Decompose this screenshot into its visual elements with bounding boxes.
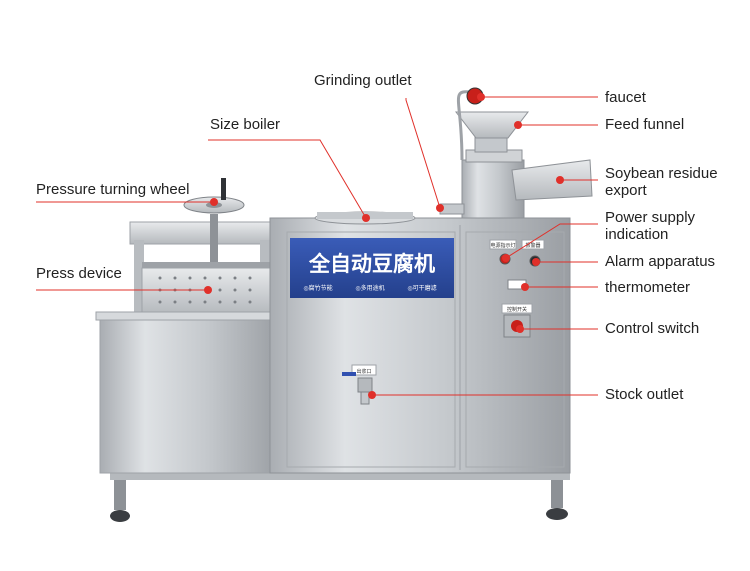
tag-power: 电源指示灯 [490,242,515,249]
callout-line-power-supply [505,223,598,259]
pressure-wheel [183,178,245,214]
marker-thermometer [521,283,529,291]
label-press-device: Press device [36,265,122,282]
label-soybean-residue-export: Soybean residue export [605,165,718,199]
marker-control-switch [516,325,524,333]
marker-size-boiler [362,214,370,222]
grinder-unit [439,87,593,219]
marker-grinding [436,204,444,212]
press-frame [129,214,276,320]
label-control-switch: Control switch [605,320,700,337]
label-faucet: faucet [605,89,646,106]
marker-feed-funnel [514,121,522,129]
marker-faucet [477,93,485,101]
machine-legs [110,468,570,522]
marker-stock-outlet [368,391,376,399]
marker-power-supply [502,254,510,262]
marker-pressure-wheel [210,198,218,206]
callout-markers [204,93,564,399]
lower-left-cabinet [99,314,281,474]
callout-line-size-boiler [208,139,367,219]
panel-feature-3: ◎可干磨滤 [407,284,436,292]
tag-switch: 控制开关 [507,306,527,313]
tag-outlet: 出浆口 [356,368,371,375]
marker-press-device [204,286,212,294]
label-feed-funnel: Feed funnel [605,116,685,133]
tag-alarm: 报警器 [525,242,540,249]
panel-title: 全自动豆腐机 [308,252,435,276]
callout-lines [36,96,598,396]
label-grinding-outlet: Grinding outlet [314,72,412,89]
label-power-supply-indication: Power supply indication [605,209,696,243]
control-panel-banner [290,238,454,298]
label-pressure-turning-wheel: Pressure turning wheel [36,181,190,198]
marker-alarm [532,258,540,266]
panel-feature-2: ◎多用途机 [355,284,384,292]
marker-soybean-residue [556,176,564,184]
label-thermometer: thermometer [605,279,691,296]
label-size-boiler: Size boiler [210,116,281,133]
label-alarm-apparatus: Alarm apparatus [605,253,716,270]
stock-outlet-tap: 出浆口 [342,364,377,405]
label-stock-outlet: Stock outlet [605,386,684,403]
panel-feature-1: ◎腐竹节能 [303,284,332,292]
callout-line-grinding [405,98,441,209]
